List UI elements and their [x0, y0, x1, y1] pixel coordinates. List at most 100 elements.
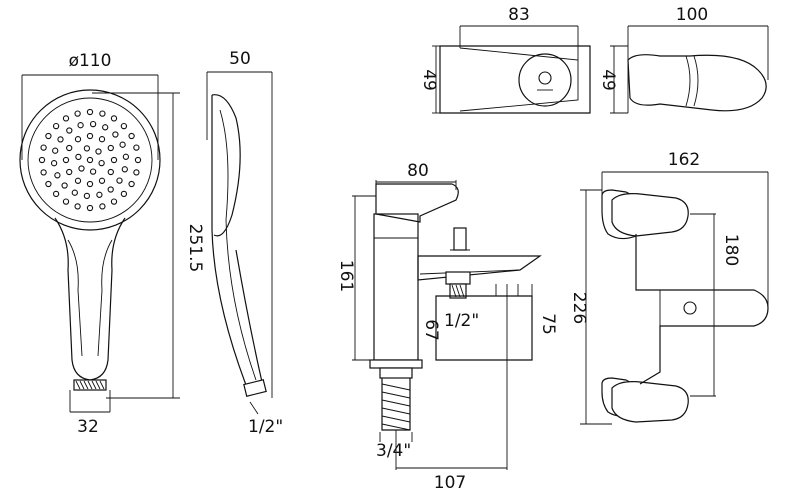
dim-top-length-label: 226 [569, 292, 589, 324]
holder-side-outline [627, 54, 767, 112]
mixer-base [369, 359, 423, 369]
spout-hole [683, 301, 697, 315]
nozzle [86, 132, 94, 140]
nozzle [45, 180, 52, 188]
hand-shower-side-view: 50 1/2" [206, 49, 283, 437]
top-valve-handle [611, 193, 689, 237]
nozzle [98, 159, 105, 167]
dim-deck-right-label: 75 [538, 313, 558, 335]
nozzle [128, 180, 135, 188]
nozzle [107, 186, 114, 193]
nozzle [110, 198, 118, 205]
nozzle [128, 132, 135, 140]
dim-holder-height-label: 49 [419, 69, 439, 91]
mixer-spout [417, 255, 542, 281]
side-shower-inner [219, 109, 257, 381]
holder-front-boss [518, 53, 572, 107]
holder-side-band [685, 55, 699, 107]
nozzle [52, 147, 59, 154]
nozzle [83, 145, 91, 152]
dim-length: 251.5 [92, 92, 205, 399]
dim-inlet-thread: 3/4" [376, 432, 413, 461]
dim-hose-width-label: 32 [77, 417, 99, 437]
nozzle [89, 168, 97, 175]
nozzle [99, 203, 106, 210]
shower-handle-outline [54, 217, 126, 381]
nozzle [45, 132, 52, 140]
nozzle [133, 144, 140, 151]
hand-shower-front-view: ø110 251.5 32 [19, 51, 205, 437]
dim-diameter-label: ø110 [69, 51, 112, 71]
hose-connector-thread [75, 380, 105, 390]
nozzle [61, 182, 68, 189]
nozzle [98, 177, 106, 184]
shower-handle-inner [67, 239, 113, 357]
nozzle [52, 190, 60, 198]
mixer-top-view: 162 180 226 [569, 150, 769, 425]
nozzle [107, 144, 114, 152]
dim-holder-side-width: 100 [627, 5, 769, 80]
nozzle [86, 180, 94, 188]
mixer-side-view: 80 161 67 75 1/2" 3/4" [336, 161, 558, 493]
dim-top-width: 162 [601, 150, 769, 308]
nozzle [38, 156, 46, 164]
bottom-valve-handle [611, 381, 689, 423]
nozzle [74, 177, 82, 184]
inlet-thread [381, 378, 411, 431]
dim-depth: 50 [206, 49, 273, 398]
dim-mixer-height-label: 161 [336, 260, 356, 292]
mixer-body [373, 213, 419, 361]
mixer-lever [375, 183, 459, 223]
nozzle [40, 169, 47, 176]
dim-holder-side-height: 49 [598, 45, 628, 114]
nozzle [98, 136, 106, 143]
holder-front-screw [538, 71, 552, 85]
nozzle [99, 110, 106, 117]
diverter-knob [453, 227, 467, 251]
holder-front-taper [459, 47, 579, 112]
nozzle [133, 169, 140, 176]
dim-top-length: 226 [569, 189, 612, 425]
nozzle [52, 122, 60, 130]
nozzle [74, 136, 82, 143]
nozzle [110, 115, 118, 122]
dim-length-label: 251.5 [185, 224, 205, 273]
dim-depth-label: 50 [229, 49, 251, 69]
dim-holder-height: 49 [419, 45, 440, 114]
nozzle [66, 144, 73, 152]
nozzle [57, 136, 64, 143]
shower-head-outline [19, 89, 161, 231]
mixer-top-body [635, 234, 769, 385]
shower-head-face [27, 97, 153, 223]
holder-front-view: 83 49 [419, 5, 591, 114]
nozzle [86, 108, 94, 116]
dim-valve-centres: 180 [690, 213, 741, 397]
inlet-thread-label: 3/4" [376, 441, 411, 461]
outlet-thread-label: 1/2" [444, 311, 479, 331]
nozzle [86, 156, 94, 164]
dim-deck-right: 75 [531, 284, 558, 360]
nozzle [71, 189, 78, 196]
dim-holder-width-label: 83 [508, 5, 530, 25]
dim-deck-left: 67 [421, 296, 441, 360]
nozzle [122, 153, 130, 160]
dim-deck-left-label: 67 [421, 319, 441, 341]
nozzle [86, 204, 94, 212]
nozzle [116, 177, 123, 184]
nozzle [74, 110, 81, 117]
dim-centres-offset: 107 [395, 284, 508, 493]
nozzle [134, 156, 142, 164]
nozzle [54, 172, 61, 179]
dim-top-width-label: 162 [668, 150, 700, 170]
nozzle [77, 122, 84, 129]
side-shower-head [211, 94, 241, 237]
holder-front-outline [439, 45, 591, 114]
nozzle [40, 144, 47, 151]
nozzle [110, 156, 118, 164]
shower-nozzles [38, 108, 142, 212]
dim-centres-offset-label: 107 [434, 473, 466, 493]
dim-diameter: ø110 [21, 51, 159, 160]
dim-thread: 1/2" [248, 401, 283, 437]
nozzle [95, 148, 102, 155]
